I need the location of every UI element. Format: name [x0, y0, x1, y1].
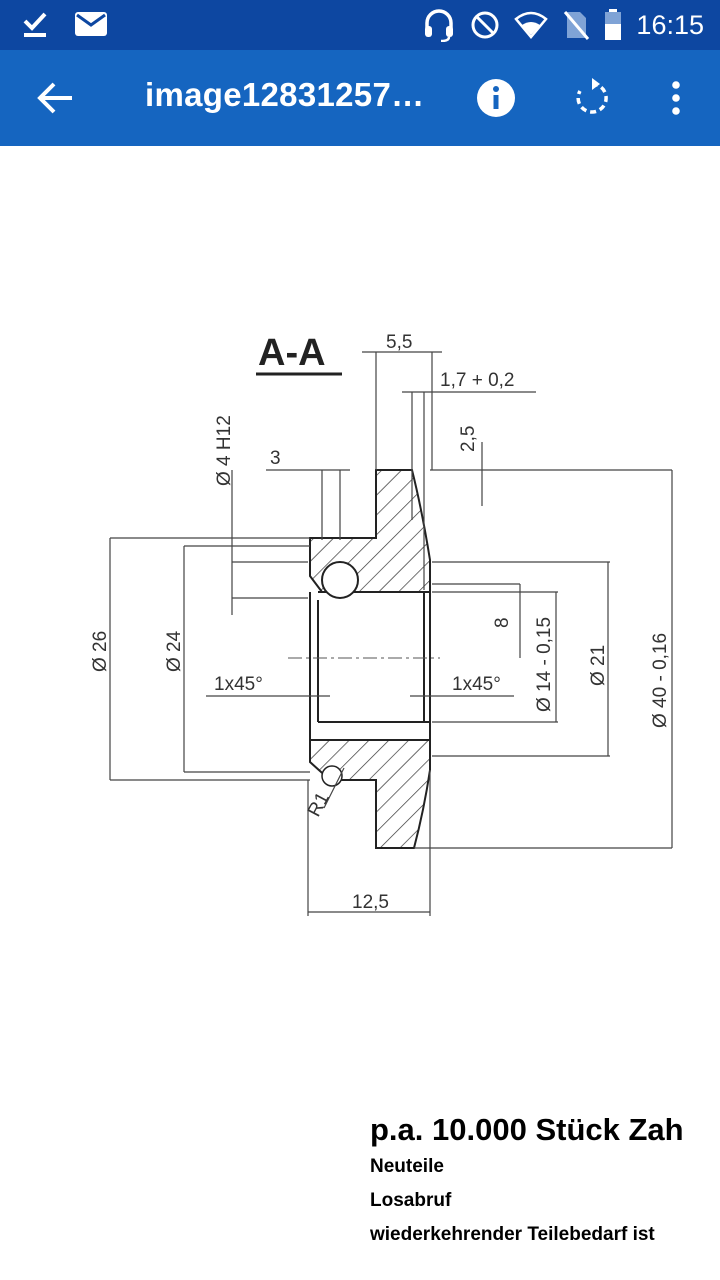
battery-icon: [605, 9, 622, 40]
dim-8: 8: [492, 617, 513, 628]
check-icon: [23, 12, 47, 37]
dim-12-5: 12,5: [352, 892, 389, 913]
dim-3: 3: [270, 448, 281, 469]
back-arrow-icon[interactable]: [36, 78, 76, 118]
dim-1-7: 1,7 + 0,2: [440, 370, 514, 391]
document-line-teilebedarf: wiederkehrender Teilebedarf ist: [370, 1224, 655, 1245]
technical-drawing: A-A: [90, 332, 673, 916]
dim-14: Ø 14 - 0,15: [534, 617, 555, 712]
image-title: image12831257…: [145, 76, 425, 113]
dim-26: Ø 26: [90, 631, 111, 672]
app-bar: image12831257…: [0, 50, 720, 146]
cross-hole-lower: [321, 765, 343, 787]
document-line-losabruf: Losabruf: [370, 1190, 452, 1211]
document-heading: p.a. 10.000 Stück Zah: [370, 1112, 684, 1147]
dim-2-5: 2,5: [458, 426, 479, 452]
part-section-lower: [309, 739, 431, 849]
document-text: p.a. 10.000 Stück Zah Neuteile Losabruf …: [370, 1110, 720, 1252]
clock: 16:15: [636, 10, 704, 40]
dim-5-5: 5,5: [386, 332, 412, 353]
status-bar: 16:15: [0, 0, 720, 50]
do-not-disturb-icon: [471, 11, 499, 39]
dim-chamfer-left: 1x45°: [214, 674, 263, 695]
dim-chamfer-right: 1x45°: [452, 674, 501, 695]
section-title: A-A: [258, 332, 326, 374]
dim-40: Ø 40 - 0,16: [650, 633, 671, 728]
dim-21: Ø 21: [588, 645, 609, 686]
dim-4-h12: Ø 4 H12: [214, 415, 235, 486]
dim-24: Ø 24: [164, 630, 185, 672]
wifi-icon: [514, 11, 549, 39]
document-line-neuteile: Neuteile: [370, 1156, 444, 1177]
headset-icon: [425, 9, 454, 42]
rotate-icon[interactable]: [572, 78, 612, 118]
more-vert-icon[interactable]: [662, 78, 690, 118]
info-icon[interactable]: [476, 78, 516, 118]
mail-icon: [75, 12, 107, 36]
cross-hole-upper: [321, 561, 359, 599]
no-sim-icon: [564, 11, 590, 40]
